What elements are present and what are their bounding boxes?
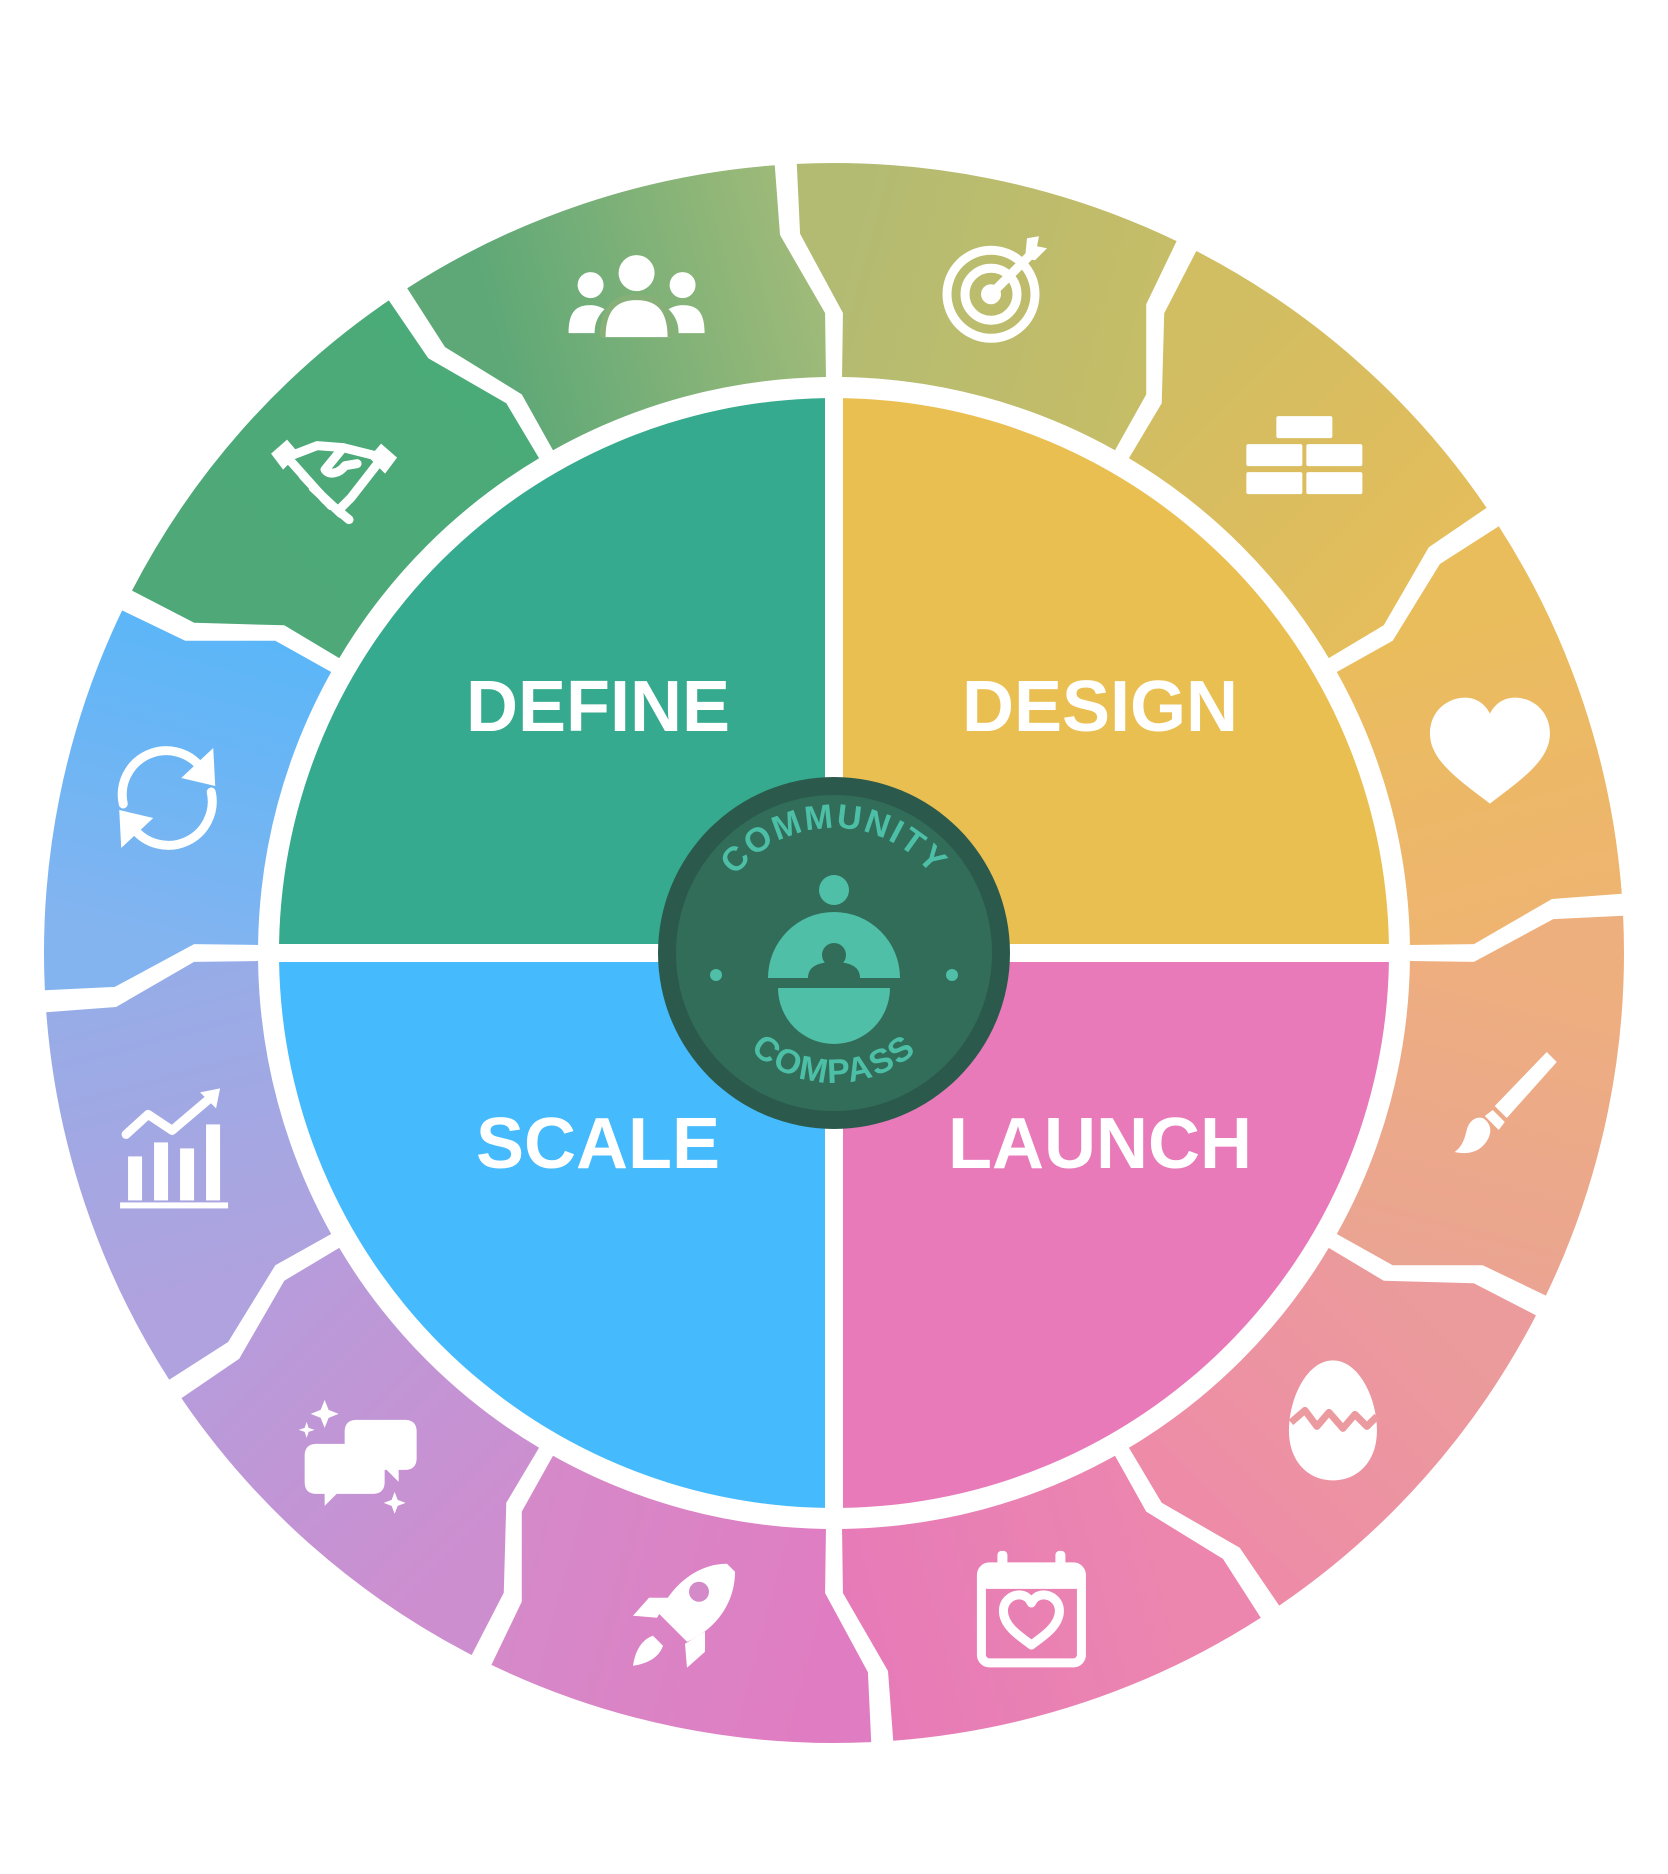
paintbrush-icon: [1454, 1052, 1557, 1154]
heart-icon: [1429, 697, 1550, 804]
compass-person-icon: [768, 875, 900, 1044]
quadrant-define[interactable]: [279, 398, 825, 944]
inner-quadrants: DEFINE DESIGN SCALE LAUNCH: [279, 398, 1389, 1508]
handshake-icon: [271, 439, 398, 525]
outer-segment-4[interactable]: [1336, 915, 1625, 1296]
quadrant-launch[interactable]: [843, 962, 1389, 1508]
chat-bubbles-sparkle-icon: [298, 1399, 417, 1514]
community-compass-badge[interactable]: COMMUNITY COMPASS: [658, 777, 1010, 1129]
quadrant-design[interactable]: [843, 398, 1389, 944]
quadrant-scale[interactable]: [279, 962, 825, 1508]
outer-ring: [43, 163, 1625, 1744]
team-people-icon: [568, 255, 705, 338]
quadrant-label-launch: LAUNCH: [948, 1104, 1252, 1184]
refresh-cycle-icon: [117, 746, 217, 850]
outer-segment-10[interactable]: [43, 610, 332, 991]
target-arrow-icon: [942, 236, 1048, 343]
badge-dot-left: [710, 969, 722, 981]
outer-segment-11[interactable]: [131, 300, 540, 659]
outer-segment-1[interactable]: [796, 163, 1177, 451]
growth-chart-icon: [120, 1088, 229, 1209]
rocket-icon: [632, 1563, 735, 1668]
quadrant-label-design: DESIGN: [962, 667, 1238, 747]
badge-dot-right: [946, 969, 958, 981]
quadrant-label-scale: SCALE: [476, 1104, 720, 1184]
bricks-icon: [1246, 416, 1363, 495]
quadrant-label-define: DEFINE: [466, 667, 730, 747]
calendar-heart-icon: [976, 1550, 1086, 1668]
cracked-egg-icon: [1288, 1360, 1380, 1481]
